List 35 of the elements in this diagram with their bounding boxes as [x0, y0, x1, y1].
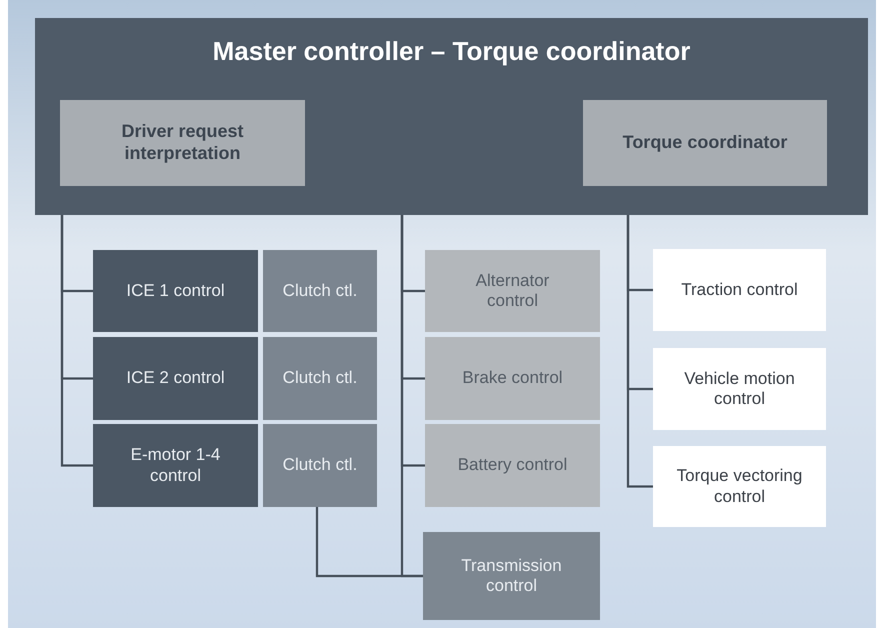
box-label: Master controller – Torque coordinator: [212, 36, 690, 68]
box-label: Brake control: [462, 368, 563, 389]
box-label: Clutch ctl.: [282, 368, 358, 389]
box-label: Torque coordinator: [622, 132, 788, 154]
module-box: [423, 532, 600, 620]
box-label: Battery control: [458, 455, 568, 476]
module-box: [653, 249, 826, 331]
box-label: Vehicle motion control: [683, 368, 796, 410]
box-label: Transmission control: [460, 556, 563, 596]
module-box: [93, 424, 258, 507]
box-label: Alternator control: [474, 270, 550, 312]
module-box: [263, 250, 377, 332]
box-label: Clutch ctl.: [282, 455, 358, 476]
module-box: [653, 446, 826, 527]
connector-line: [316, 507, 423, 578]
box-label: Clutch ctl.: [282, 280, 358, 302]
connector-line: [60, 215, 93, 467]
module-box: [93, 337, 258, 420]
module-box: [425, 337, 600, 420]
module-box: [583, 100, 827, 186]
module-box: [263, 424, 377, 507]
module-box: [425, 424, 600, 507]
module-box: [60, 100, 305, 186]
module-box: [93, 250, 258, 332]
box-label: ICE 2 control: [126, 368, 225, 389]
controller-panel: [35, 18, 868, 215]
connector-line: [626, 215, 653, 488]
box-label: Driver request interpretation: [120, 121, 245, 165]
box-label: Torque vectoring control: [676, 466, 804, 507]
module-box: [263, 337, 377, 420]
box-label: ICE 1 control: [126, 280, 225, 302]
module-box: [653, 348, 826, 430]
box-label: Traction control: [681, 280, 798, 300]
module-box: [425, 250, 600, 332]
box-label: E-motor 1-4 control: [130, 445, 222, 486]
